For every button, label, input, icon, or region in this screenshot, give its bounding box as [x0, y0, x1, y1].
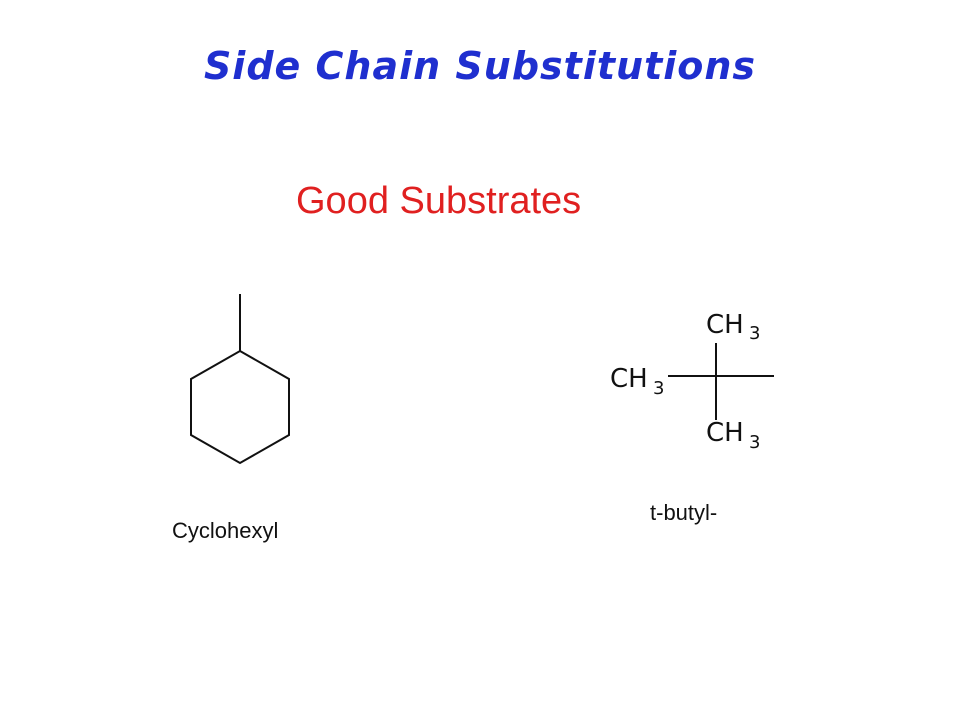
methyl-top-sub: 3	[749, 323, 760, 344]
cyclohexane-ring	[190, 349, 290, 465]
tbutyl-label: t-butyl-	[650, 500, 718, 525]
cyclohexyl-structure	[190, 294, 290, 465]
cyclohexyl-label: Cyclohexyl	[172, 518, 279, 543]
methyl-left-sub: 3	[653, 378, 664, 399]
methyl-bottom-base: CH	[706, 418, 744, 448]
tbutyl-left-methyl: CH 3	[610, 364, 664, 399]
tbutyl-bottom-methyl: CH 3	[706, 418, 760, 453]
methyl-bottom-sub: 3	[749, 432, 760, 453]
methyl-top-base: CH	[706, 310, 744, 340]
methyl-left-base: CH	[610, 364, 648, 394]
tbutyl-structure	[668, 343, 774, 420]
slide-subtitle: Good Substrates	[296, 180, 582, 222]
tbutyl-top-methyl: CH 3	[706, 310, 760, 344]
slide-title: Side Chain Substitutions	[203, 44, 757, 88]
